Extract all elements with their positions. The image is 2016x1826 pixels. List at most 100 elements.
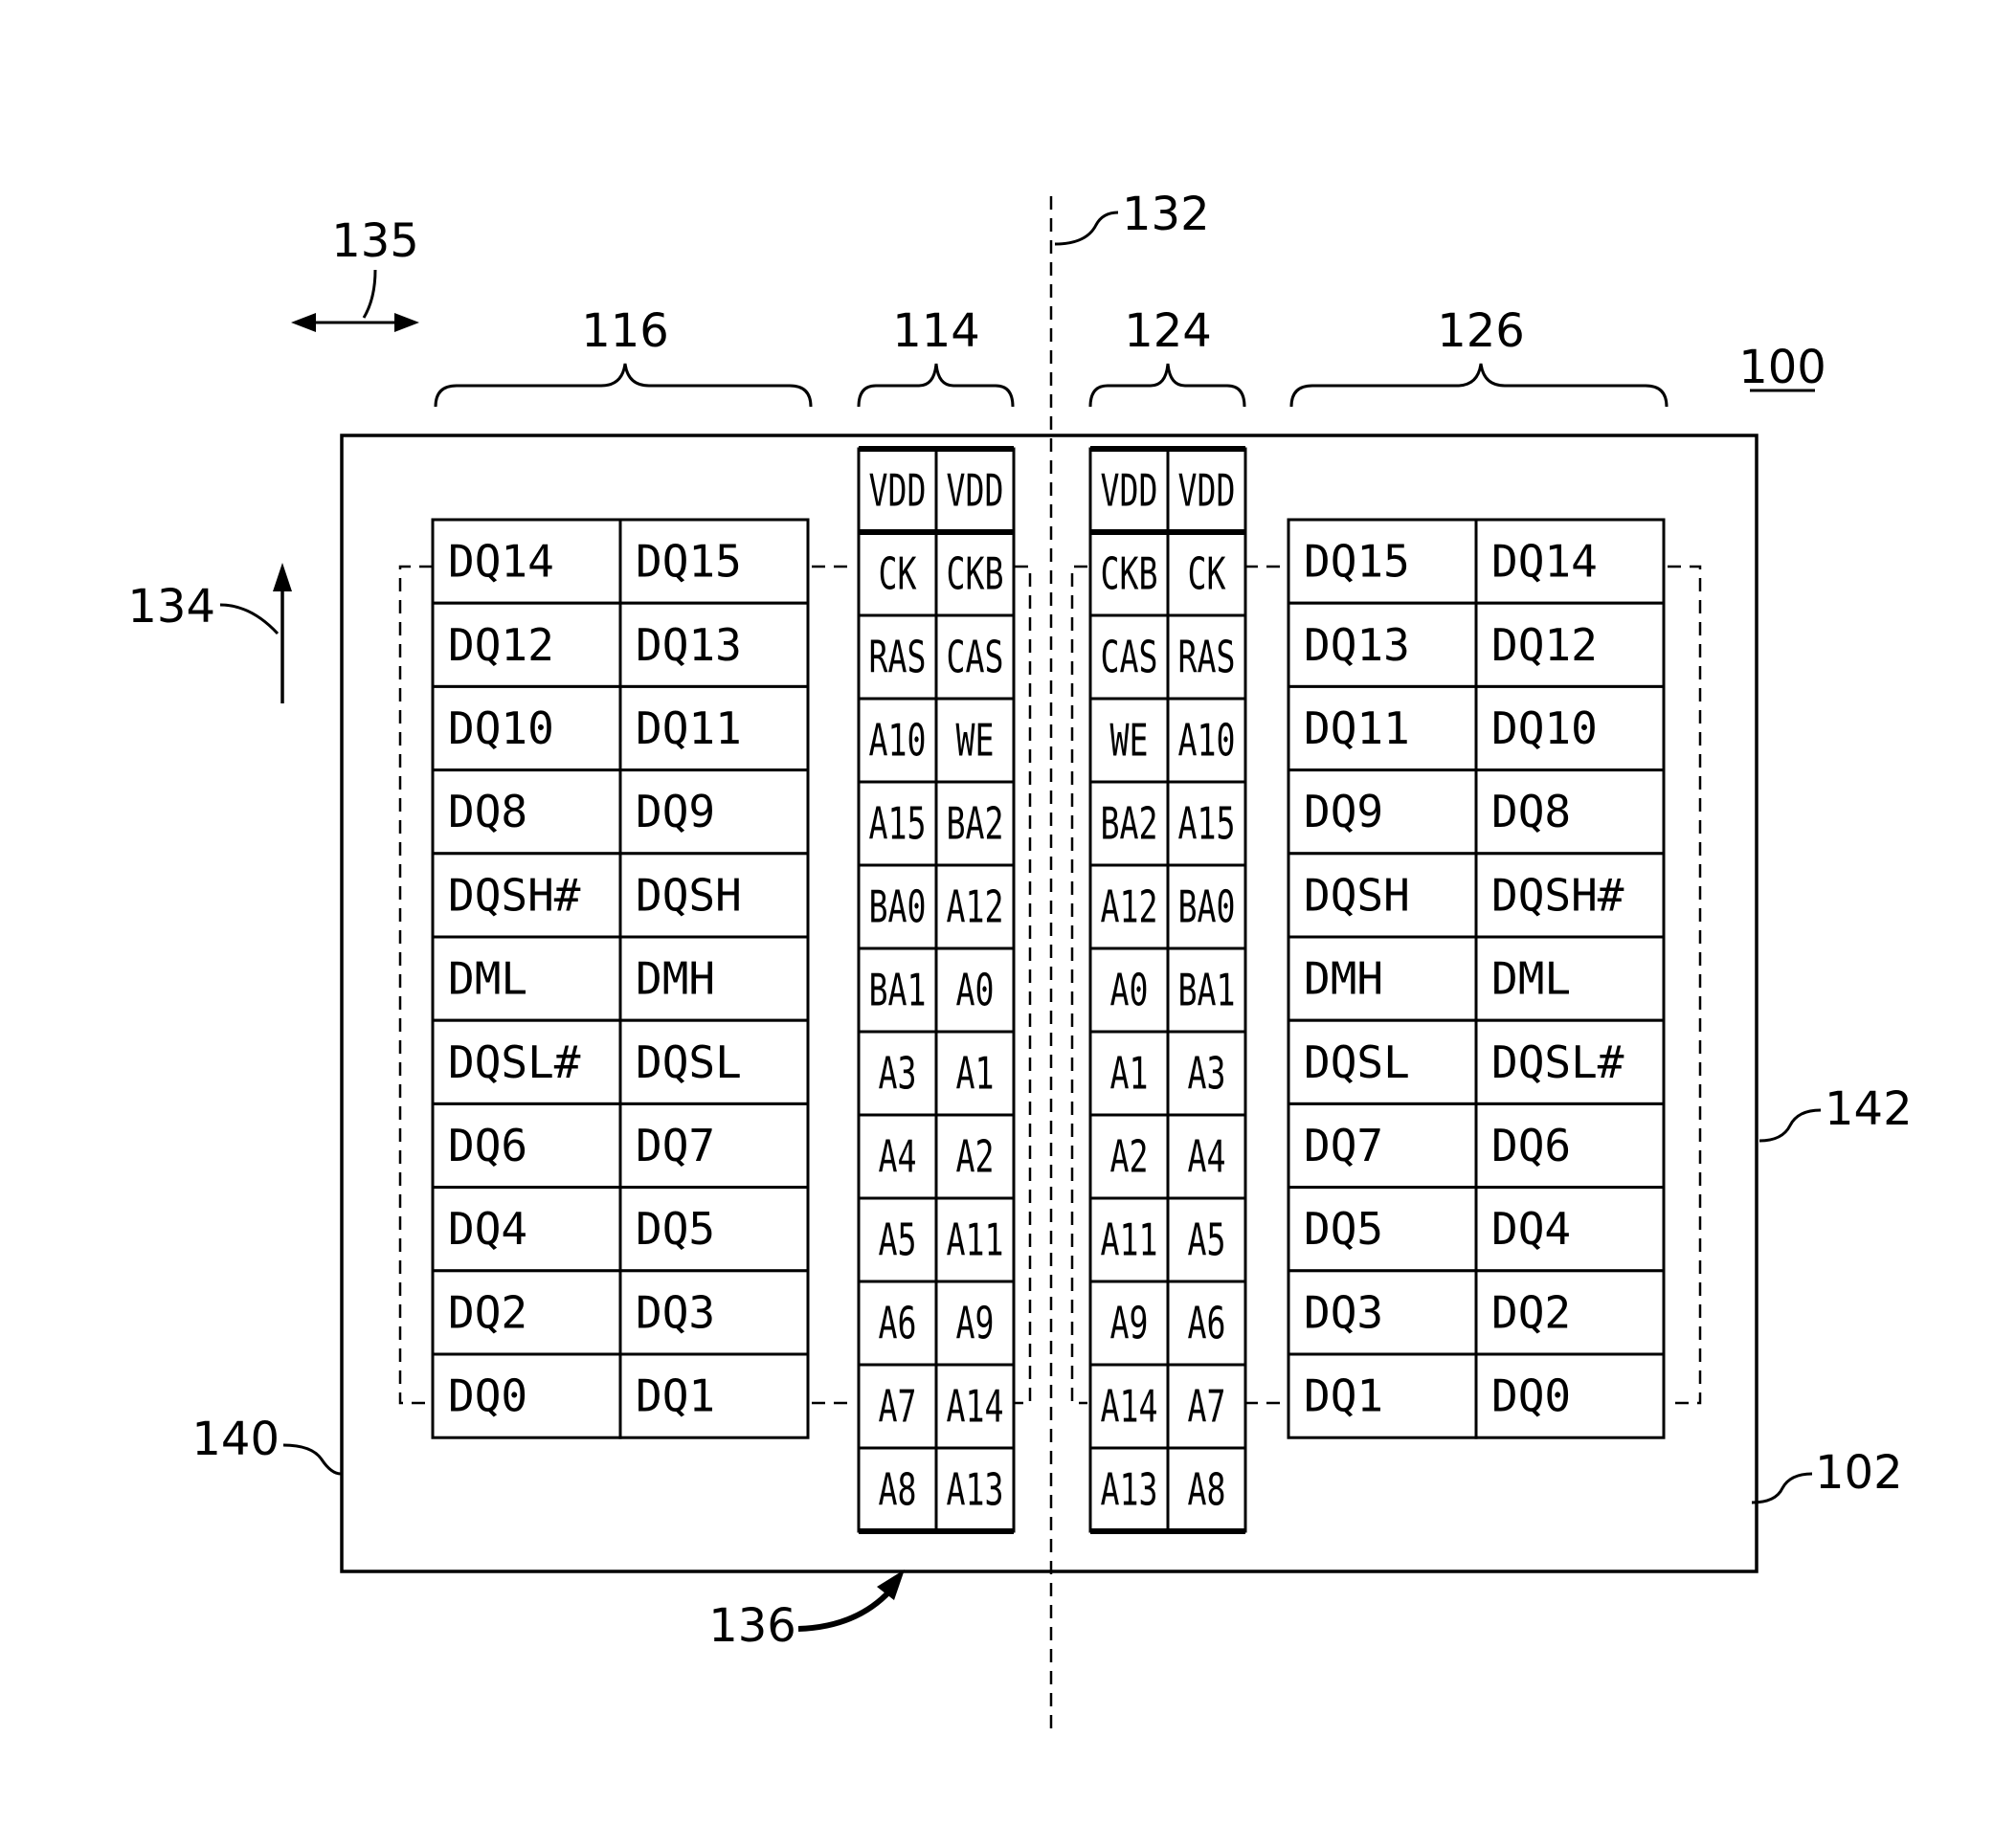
pin-label: A6 [879,1298,917,1349]
ref-label-140: 140 [191,1413,280,1466]
pin-label: DQSH [636,869,742,921]
pin-label: A12 [1101,881,1158,933]
pin-label: DQSL [1304,1036,1410,1088]
pin-label: BA1 [869,965,927,1016]
pin-label: CK [879,548,917,600]
pin-label: DQ5 [636,1203,715,1255]
brace-124 [1090,364,1244,407]
pin-label: DQ5 [1304,1203,1383,1255]
pin-label: A15 [869,798,927,850]
pin-label: BA0 [1178,881,1236,933]
pin-label: DQ4 [1491,1203,1571,1255]
pin-label: DQ1 [636,1370,715,1422]
pin-label: DML [1491,953,1571,1005]
pin-label: DMH [1304,953,1383,1005]
pin-label: BA0 [869,881,927,933]
ref-label-124: 124 [1124,304,1212,358]
leader-132 [1055,212,1118,244]
ref-label-100: 100 [1738,341,1826,394]
pin-label: A7 [1188,1381,1226,1433]
leader-136-arrow [798,1570,905,1629]
leader-142 [1759,1110,1821,1141]
pin-label: A11 [947,1214,1004,1266]
pin-label: A7 [879,1381,917,1433]
pin-label: A14 [947,1381,1004,1433]
ref-label-116: 116 [581,304,669,358]
pin-label: A10 [1178,715,1236,767]
pin-label: A5 [879,1214,917,1266]
pin-label: A11 [1101,1214,1158,1266]
ref-label-102: 102 [1815,1446,1903,1500]
pin-label: DQ14 [1491,536,1598,588]
pin-label: A1 [956,1048,995,1100]
pin-label: DQ3 [1304,1286,1383,1338]
pin-label: DQ11 [636,702,742,754]
ref-label-134: 134 [127,580,215,634]
pin-label: DMH [636,953,715,1005]
pin-label: VDD [1178,465,1236,517]
pin-label: A4 [879,1131,917,1183]
pin-label: A8 [1188,1464,1226,1516]
pin-label: DQSL# [448,1036,581,1088]
pin-label: CAS [947,632,1004,683]
pin-label: A5 [1188,1214,1226,1266]
pin-label: RAS [869,632,927,683]
pin-label: A0 [1110,965,1149,1016]
pin-label: DQ9 [1304,786,1383,837]
pin-label: DQ2 [448,1286,527,1338]
horizontal-direction-arrow [291,270,419,332]
pin-label: VDD [947,465,1004,517]
pin-label: DQ11 [1304,702,1410,754]
pin-label: CAS [1101,632,1158,683]
pin-label: A0 [956,965,995,1016]
pin-label: DQ12 [1491,619,1598,671]
pin-label: DQSH# [448,869,581,921]
pin-label: DQ4 [448,1203,527,1255]
pin-label: DQ8 [448,786,527,837]
pin-label: DQ15 [636,536,742,588]
pin-label: DQ14 [448,536,554,588]
right-ca-pin-array: VDDVDDCKBCKCASRASWEA10BA2A15A12BA0A0BA1A… [1090,449,1245,1531]
pin-label: DQ3 [636,1286,715,1338]
pin-label: BA2 [1101,798,1158,850]
pin-label: CK [1188,548,1226,600]
pin-label: BA1 [1178,965,1236,1016]
pin-label: A9 [1110,1298,1149,1349]
pin-label: A13 [1101,1464,1158,1516]
pin-label: WE [956,715,995,767]
pin-label: A15 [1178,798,1236,850]
pin-label: DQ0 [448,1370,527,1422]
pin-label: CKB [1101,548,1158,600]
pin-label: A3 [1188,1048,1226,1100]
pin-label: A14 [1101,1381,1158,1433]
pin-label: A6 [1188,1298,1226,1349]
leader-102 [1752,1474,1812,1503]
left-dq-pin-array: DQ14DQ15DQ12DQ13DQ10DQ11DQ8DQ9DQSH#DQSHD… [433,520,808,1437]
pin-label: DQ0 [1491,1370,1571,1422]
right-dq-pin-array: DQ15DQ14DQ13DQ12DQ11DQ10DQ9DQ8DQSHDQSH#D… [1288,520,1664,1437]
pin-label: DQ10 [1491,702,1598,754]
pin-label: DQ2 [1491,1286,1571,1338]
brace-126 [1291,364,1667,407]
ref-label-126: 126 [1437,304,1525,358]
brace-116 [436,364,811,407]
pin-label: DQ13 [636,619,742,671]
pin-label: DQ1 [1304,1370,1383,1422]
pin-label: A2 [1110,1131,1149,1183]
leader-140 [283,1445,341,1474]
ref-label-135: 135 [331,214,419,268]
left-ca-pin-array: VDDVDDCKCKBRASCASA10WEA15BA2BA0A12BA1A0A… [859,449,1014,1531]
pin-label: DML [448,953,527,1005]
pin-label: DQSH# [1491,869,1624,921]
pin-label: BA2 [947,798,1004,850]
pin-label: DQ15 [1304,536,1410,588]
pin-label: A3 [879,1048,917,1100]
ref-label-114: 114 [892,304,980,358]
brace-114 [859,364,1013,407]
ref-label-142: 142 [1825,1082,1913,1136]
pin-label: A13 [947,1464,1004,1516]
right-dq-dashed-bracket [1668,567,1700,1403]
pin-label: DQ7 [636,1120,715,1171]
pin-label: A2 [956,1131,995,1183]
